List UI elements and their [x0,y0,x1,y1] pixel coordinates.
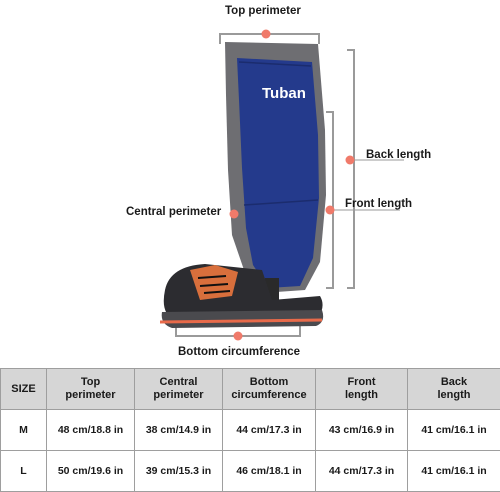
table-row-l: L 50 cm/19.6 in 39 cm/15.3 in 46 cm/18.1… [0,450,500,492]
back-length-bracket [347,49,355,289]
back-length-marker [345,155,355,165]
front-length-marker [325,205,335,215]
table-cell: 41 cm/16.1 in [407,450,500,492]
table-row-m: M 48 cm/18.8 in 38 cm/14.9 in 44 cm/17.3… [0,409,500,451]
brand-logo: Tuban [262,85,306,102]
table-cell: 44 cm/17.3 in [315,450,408,492]
front-length-bracket [326,111,334,289]
gaiter-blue-panel [237,58,319,288]
label-central-perimeter: Central perimeter [126,206,222,218]
size-m: M [0,409,47,451]
table-cell: 46 cm/18.1 in [222,450,316,492]
header-size: SIZE [0,368,47,410]
bottom-circumference-marker [233,331,243,341]
central-perimeter-marker [229,209,239,219]
gaiter-diagram: Tuban Top perimeter Back length Front le… [126,5,432,358]
label-front-length: Front length [345,198,413,210]
table-cell: 43 cm/16.9 in [315,409,408,451]
table-cell: 50 cm/19.6 in [46,450,135,492]
table-cell: 44 cm/17.3 in [222,409,316,451]
table-cell: 41 cm/16.1 in [407,409,500,451]
table-cell: 39 cm/15.3 in [134,450,223,492]
label-top-perimeter: Top perimeter [225,5,301,17]
label-back-length: Back length [366,149,432,161]
table-cell: 48 cm/18.8 in [46,409,135,451]
size-l: L [0,450,47,492]
gaiter-illustration: Tuban [159,29,404,341]
table-cell: 38 cm/14.9 in [134,409,223,451]
label-bottom-circumference: Bottom circumference [178,346,301,358]
top-perimeter-marker [261,29,271,39]
